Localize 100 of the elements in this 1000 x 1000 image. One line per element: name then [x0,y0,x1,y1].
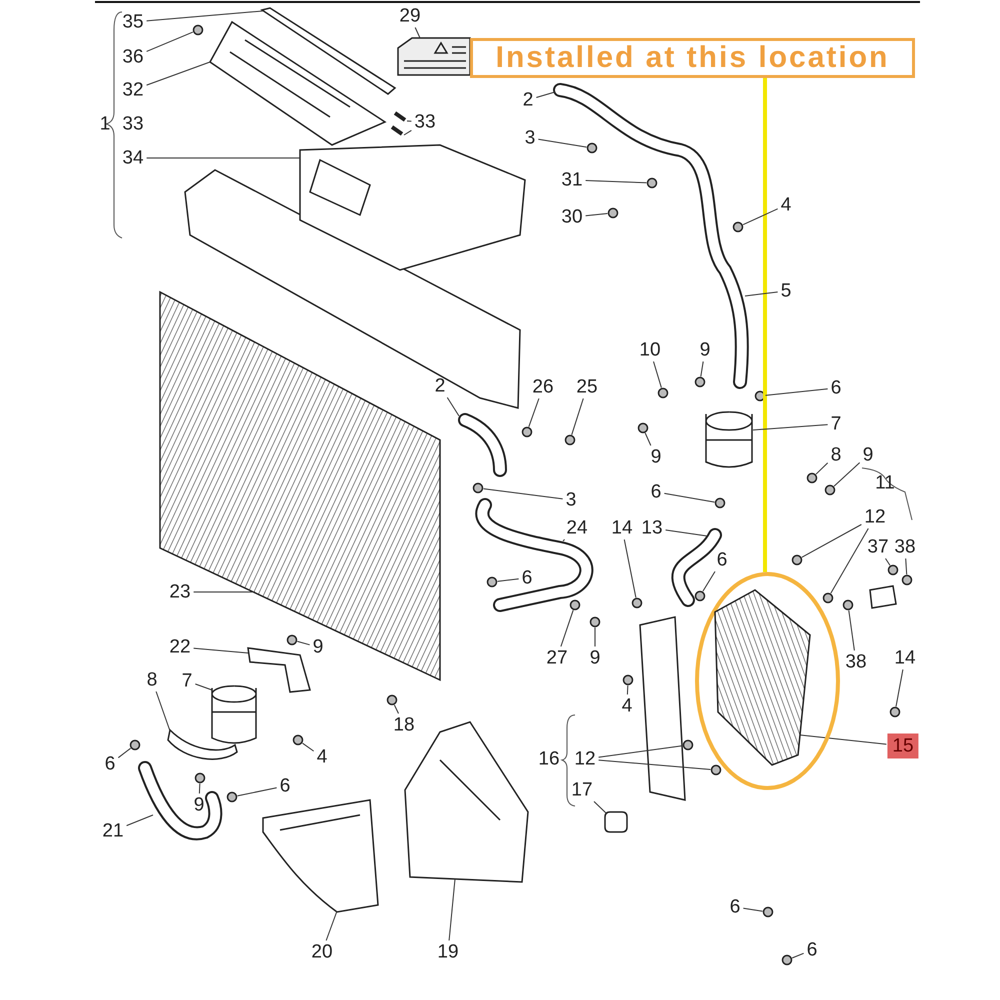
fastener-icon [682,740,694,750]
callout-number: 6 [102,754,118,774]
callout-number: 6 [828,378,844,398]
leader-line [702,571,716,592]
callout-number: 8 [144,670,160,690]
callout-number: 5 [778,280,794,302]
leader-line [585,180,647,184]
leader-line [404,130,412,136]
leader-line [194,684,212,690]
fastener-icon [632,598,642,608]
leader-line [448,878,456,941]
callout-number: 4 [314,746,330,768]
fastener-icon [762,906,774,918]
fastener-icon [890,706,900,718]
leader-line [193,648,248,654]
callout-number: 35 [120,12,146,32]
leader-line [653,361,662,388]
leader-line [594,801,608,814]
leader-line [816,462,828,475]
leader-line [446,397,460,416]
fastener-icon [710,764,722,776]
fastener-icon [386,694,398,706]
leader-line [848,610,855,651]
trim-strip-drawing [260,7,396,95]
callout-number: 21 [100,820,126,842]
callout-number: 17 [569,780,595,800]
callout-number: 9 [648,446,664,468]
leader-line [146,62,210,86]
leader-line [146,10,264,22]
leader-line [644,432,652,446]
fastener-icon [824,484,836,496]
leader-line [406,120,412,122]
callout-number: 4 [778,194,794,216]
fastener-icon [638,422,648,434]
callout-number: 9 [860,444,876,466]
callout-number: 12 [862,506,888,528]
callout-number: 38 [843,652,869,672]
pump-drawing [705,411,753,468]
leader-line [800,734,887,745]
pump-drawing [211,685,257,744]
callout-number: 8 [828,444,844,466]
leader-line [594,627,596,647]
fastener-icon [842,600,854,610]
leader-line [792,952,804,958]
strap-drawing [167,729,238,760]
fastener-icon [130,740,140,750]
callout-number: 2 [432,376,448,396]
cover-plate-drawing [209,20,387,146]
leader-line [765,388,828,396]
callout-number: 2 [520,90,536,110]
leader-line [571,398,584,436]
leader-line [752,424,828,430]
callout-number: 14 [892,648,918,668]
callout-number: 20 [309,942,335,962]
fastener-icon [792,554,802,566]
callout-number: 16 [537,748,561,770]
leader-line [497,578,520,582]
callout-number: 11 [874,472,896,494]
callout-number: 4 [620,696,634,716]
hose-drawing [138,761,222,840]
leader-line [896,669,904,708]
spring-icon [390,125,404,136]
leader-line [528,398,540,428]
callout-number: 36 [120,46,146,68]
leader-line [296,640,310,646]
leader-line [598,760,711,770]
fastener-icon [564,434,576,446]
leader-line [626,685,628,695]
callout-number: 26 [530,376,556,398]
leader-line [394,704,399,714]
leader-line [326,910,338,941]
callout-number: 27 [544,648,570,668]
leader-line [742,208,778,226]
leader-line [834,462,860,487]
callout-number: 12 [572,748,598,770]
callout-box: Installed at this location [470,38,915,78]
fastener-icon [714,498,726,508]
leader-line [538,138,588,148]
leader-line [664,492,716,503]
highlight-ellipse [695,572,840,790]
leader-line [560,610,574,647]
callout-number: 34 [120,148,146,168]
callout-number: 25 [574,376,600,398]
leader-line [665,530,708,536]
callout-number: 14 [609,518,635,538]
fastener-icon [902,574,912,586]
fastener-icon [292,734,304,746]
callout-number: 6 [728,896,742,918]
callout-number: 1 [98,114,112,134]
hose-drawing [458,413,507,477]
leader-line [801,524,862,558]
leader-line [598,745,684,758]
spring-icon [394,111,406,122]
leader-line [624,539,636,598]
fastener-icon [806,472,818,484]
callout-number: 9 [698,340,712,360]
leader-line [700,361,704,378]
grommet-icon [604,811,628,833]
bracket-drawing [247,647,311,693]
callout-number: 3 [522,128,538,148]
